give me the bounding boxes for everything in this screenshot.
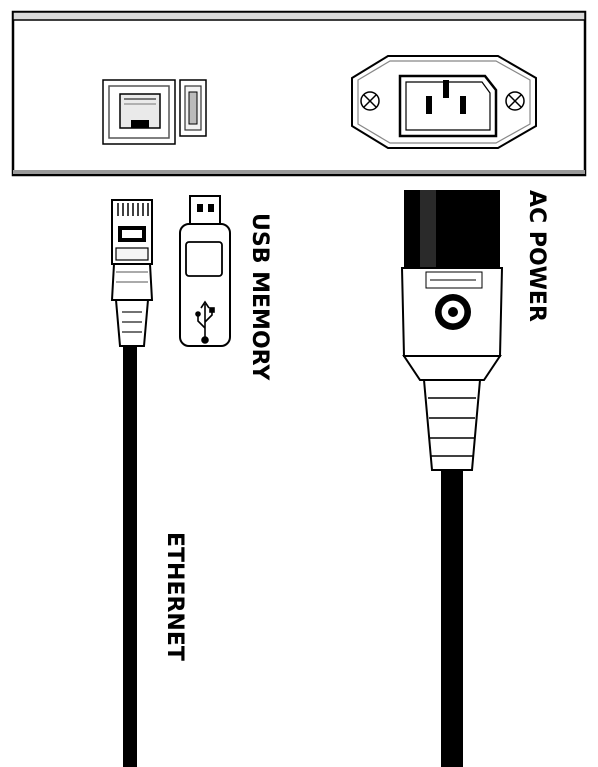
usb-memory-stick xyxy=(179,195,231,347)
iec-c14-inlet-icon xyxy=(398,74,498,138)
ethernet-label: ETHERNET xyxy=(162,532,187,661)
usb-port xyxy=(179,79,207,137)
iec-c13-plug-icon xyxy=(400,190,504,471)
ac-power-cable xyxy=(400,190,504,767)
rj45-port-icon xyxy=(119,93,161,129)
usb-symbol-icon xyxy=(195,300,215,344)
usb-memory-label: USB MEMORY xyxy=(247,213,272,381)
rj45-plug-icon xyxy=(110,199,154,347)
usb-port-icon xyxy=(179,79,207,137)
ac-power-label: AC POWER xyxy=(524,190,549,322)
ethernet-port xyxy=(102,79,176,145)
ethernet-cable xyxy=(110,199,154,767)
mounting-screw-left xyxy=(360,91,380,111)
mounting-screw-right xyxy=(505,91,525,111)
ac-inlet xyxy=(351,55,537,149)
